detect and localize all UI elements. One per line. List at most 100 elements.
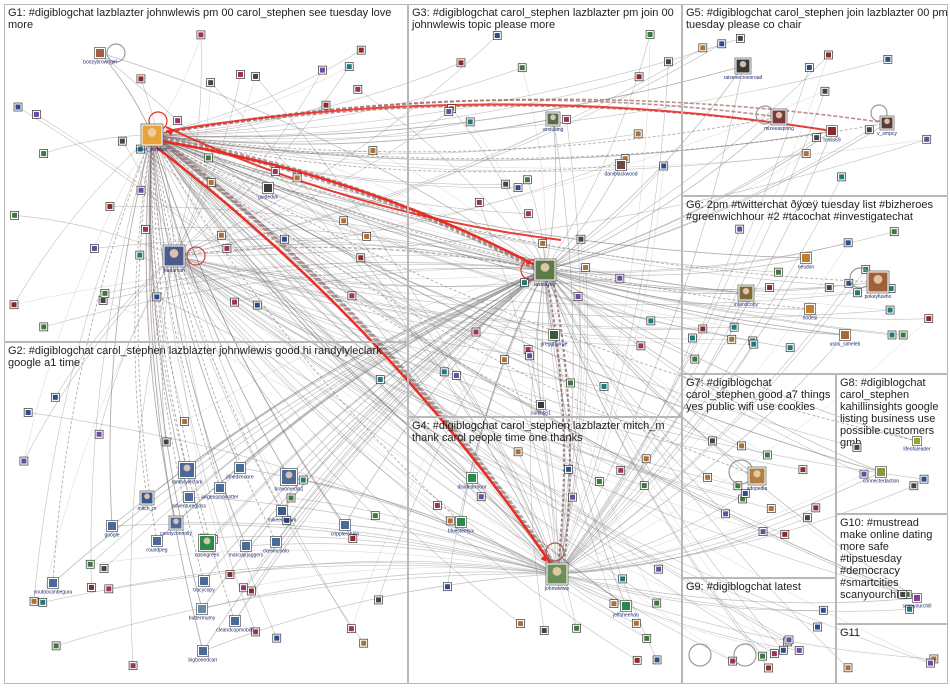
node-label-roundpeg: roundpeg <box>146 548 167 554</box>
small-node-avatar <box>709 438 715 444</box>
small-node-avatar <box>130 663 136 669</box>
small-node-avatar <box>41 151 47 157</box>
small-node-avatar <box>205 155 211 161</box>
edge <box>437 505 558 575</box>
node-label-scanyourchill: scanyourchill <box>903 604 932 610</box>
edge <box>151 134 927 169</box>
self-loop <box>106 43 126 63</box>
edge <box>544 165 664 271</box>
small-node-avatar <box>786 637 792 643</box>
small-node-avatar <box>700 326 706 332</box>
edge <box>556 91 826 575</box>
small-node-avatar <box>730 658 736 664</box>
small-node-avatar <box>355 86 361 92</box>
avatar-face-jkattaman <box>169 248 179 258</box>
small-node-avatar <box>729 336 735 342</box>
small-node-avatar <box>241 585 247 591</box>
small-node-avatar <box>274 635 280 641</box>
edge <box>173 255 746 494</box>
edge <box>544 269 918 442</box>
small-node-avatar <box>885 56 891 62</box>
edge <box>544 269 658 661</box>
small-node-avatar <box>643 456 649 462</box>
edge <box>556 119 581 575</box>
small-node-avatar <box>52 394 58 400</box>
edge <box>139 254 558 575</box>
edge <box>146 269 546 499</box>
hub-edge <box>154 134 561 575</box>
node-label-usnu_simeleb: usnu_simeleb <box>830 342 861 348</box>
node-label-lifeofaleader: lifeofaleader <box>903 447 931 453</box>
edge <box>173 255 891 319</box>
edge <box>544 65 744 271</box>
edge <box>17 106 558 575</box>
edge <box>544 269 768 456</box>
node-label-candyconnolly: candyconnolly <box>160 531 192 537</box>
edge <box>517 451 558 575</box>
small-node-avatar <box>524 177 530 183</box>
node-label-carol_stephen: carol_stephen <box>136 147 168 153</box>
small-node-avatar <box>814 135 820 141</box>
edge <box>90 549 558 575</box>
small-node-avatar <box>767 285 773 291</box>
edge <box>151 134 811 310</box>
small-node-avatar <box>300 477 306 483</box>
edge <box>344 269 546 526</box>
small-node-avatar <box>796 647 802 653</box>
edge <box>544 269 929 320</box>
avatar-adventureglass <box>185 493 193 501</box>
small-node-avatar <box>525 211 531 217</box>
edge <box>544 269 621 471</box>
node-label-jeffsheehan: jeffsheehan <box>612 613 639 619</box>
edge <box>90 134 153 588</box>
avatar-tracycopy <box>200 577 208 585</box>
edge <box>556 573 918 604</box>
node-label-nodesi: nodesi <box>803 316 818 322</box>
avatar-face-johnwlewis <box>552 566 562 576</box>
edge <box>544 269 903 595</box>
edge <box>556 176 842 575</box>
self-loop <box>688 643 712 667</box>
small-node-avatar <box>820 607 826 613</box>
small-node-avatar <box>644 635 650 641</box>
small-node-avatar <box>656 566 662 572</box>
small-node-avatar <box>254 302 260 308</box>
edge <box>544 118 557 271</box>
small-node-avatar <box>294 175 300 181</box>
self-loop <box>733 643 757 667</box>
edge <box>23 134 153 462</box>
avatar-face-vinsulting <box>550 114 556 121</box>
small-node-avatar <box>900 591 906 597</box>
edge <box>151 134 846 336</box>
edge <box>173 255 364 644</box>
node-label-adopedia: adopedia <box>747 486 768 492</box>
edge <box>544 269 708 478</box>
small-node-avatar <box>839 174 845 180</box>
edge <box>544 269 747 295</box>
small-node-avatar <box>364 233 370 239</box>
edge <box>556 334 846 575</box>
edge <box>556 130 833 575</box>
edge <box>556 458 647 575</box>
small-node-avatar <box>620 576 626 582</box>
edge <box>151 134 258 306</box>
node-label-google: google <box>104 533 119 539</box>
small-node-avatar <box>771 651 777 657</box>
node-label-suitlbs61: suitlbs61 <box>531 411 551 417</box>
small-node-avatar <box>358 255 364 261</box>
edge <box>55 255 175 398</box>
small-node-avatar <box>434 502 440 508</box>
edge <box>544 269 627 607</box>
small-node-avatar <box>861 471 867 477</box>
avatar-face-adopedia <box>753 470 761 478</box>
small-node-avatar <box>826 285 832 291</box>
edge <box>544 269 882 473</box>
small-node-avatar <box>692 356 698 362</box>
node-label-v_smpcy: v_smpcy <box>877 131 897 137</box>
edge <box>151 134 236 622</box>
edge <box>151 134 788 643</box>
edge <box>544 269 849 669</box>
small-node-avatar <box>775 269 781 275</box>
node-label-bluesteelsix: bluesteelsix <box>448 529 475 535</box>
node-label-greggthorpe: greggthorpe <box>541 342 568 348</box>
